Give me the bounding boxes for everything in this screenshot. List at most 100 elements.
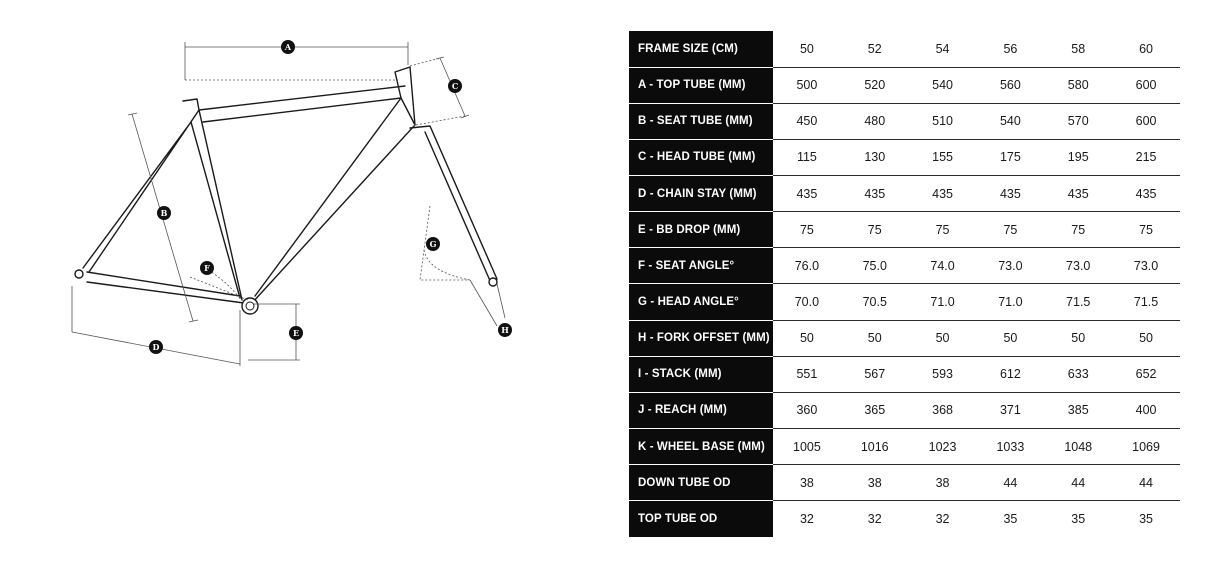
table-cell: 35: [1071, 512, 1086, 527]
table-cell: 44: [1112, 464, 1180, 502]
table-cell: 360: [773, 392, 841, 430]
frame-geometry-diagram: A B C D E F G H: [71, 40, 512, 366]
table-cell: 44: [976, 464, 1045, 502]
table-cell: 560: [976, 67, 1045, 104]
label-g: G: [426, 237, 440, 251]
table-cell: 435: [908, 175, 977, 213]
table-cell: 35: [1003, 512, 1018, 527]
table-cell: 1023: [908, 428, 977, 466]
table-cell: 600: [1112, 103, 1180, 140]
label-a: A: [281, 40, 295, 54]
row-label: G - HEAD ANGLE°: [629, 283, 773, 321]
table-cell: 175: [976, 139, 1045, 177]
row-label: D - CHAIN STAY (MM): [629, 175, 773, 213]
table-cell: 435: [773, 175, 841, 213]
table-cell: 385: [1044, 392, 1113, 430]
table-cell: 480: [840, 103, 909, 140]
table-cell: 520: [840, 67, 909, 104]
row-label: TOP TUBE OD: [629, 500, 773, 537]
label-f: F: [200, 261, 214, 275]
table-cell: 540: [908, 67, 977, 104]
label-g-text: G: [430, 239, 437, 249]
label-c: C: [448, 79, 462, 93]
table-cell: 115: [773, 139, 841, 177]
table-cell: 32: [935, 512, 950, 527]
label-h: H: [498, 323, 512, 337]
table-cell: 75: [1112, 211, 1180, 249]
table-cell: 71.5: [1044, 283, 1113, 321]
row-label: A - TOP TUBE (MM): [629, 67, 773, 104]
table-cell: 435: [840, 175, 909, 213]
row-label: DOWN TUBE OD: [629, 464, 773, 502]
label-h-text: H: [501, 325, 509, 335]
front-dropout: [488, 277, 498, 287]
row-label: E - BB DROP (MM): [629, 211, 773, 249]
table-cell: 75: [908, 211, 977, 249]
table-cell: 73.0: [1044, 247, 1113, 285]
table-cell: 500: [773, 67, 841, 104]
label-b-text: B: [161, 208, 168, 218]
table-cell: 510: [908, 103, 977, 140]
label-f-text: F: [204, 263, 210, 273]
table-cell: 56: [976, 31, 1045, 68]
table-cell: 365: [840, 392, 909, 430]
table-cell: 1016: [840, 428, 909, 466]
table-cell: 75: [1044, 211, 1113, 249]
table-cell: 155: [908, 139, 977, 177]
table-cell: 44: [1044, 464, 1113, 502]
table-cell: 50: [976, 320, 1045, 357]
table-cell: 50: [908, 320, 977, 357]
row-label: H - FORK OFFSET (MM): [629, 320, 773, 357]
label-d: D: [149, 340, 163, 354]
table-cell: 32: [799, 512, 814, 527]
row-label: F - SEAT ANGLE°: [629, 247, 773, 285]
row-label: FRAME SIZE (CM): [629, 31, 773, 68]
table-cell: 71.0: [908, 283, 977, 321]
label-e-text: E: [293, 328, 299, 338]
table-cell: 52: [840, 31, 909, 68]
table-cell: 612: [976, 356, 1045, 393]
table-cell: 400: [1112, 392, 1180, 430]
table-cell: 435: [1044, 175, 1113, 213]
table-cell: 600: [1112, 67, 1180, 104]
dimension-g-arc: [419, 205, 471, 281]
bottom-bracket: [241, 297, 259, 315]
fork: [409, 125, 498, 284]
down-tube: [251, 97, 415, 304]
table-cell: 540: [976, 103, 1045, 140]
table-cell: 195: [1044, 139, 1113, 177]
table-cell: 130: [840, 139, 909, 177]
table-cell: 38: [840, 464, 909, 502]
bottom-bracket-inner: [245, 301, 255, 311]
dimension-lines: [71, 42, 506, 366]
label-b: B: [157, 206, 171, 220]
label-e: E: [289, 326, 303, 340]
label-a-text: A: [284, 42, 292, 52]
table-cell: 70.0: [773, 283, 841, 321]
table-cell: 32: [867, 512, 882, 527]
row-label: C - HEAD TUBE (MM): [629, 139, 773, 177]
row-label: I - STACK (MM): [629, 356, 773, 393]
label-c-text: C: [452, 81, 458, 91]
table-cell: 54: [908, 31, 977, 68]
table-cell: 38: [773, 464, 841, 502]
dimension-c-guide: [409, 57, 466, 126]
table-cell: 50: [840, 320, 909, 357]
row-label: B - SEAT TUBE (MM): [629, 103, 773, 140]
table-cell: 368: [908, 392, 977, 430]
head-tube: [394, 66, 416, 126]
table-cell: 50: [1044, 320, 1113, 357]
table-cell: 652: [1112, 356, 1180, 393]
